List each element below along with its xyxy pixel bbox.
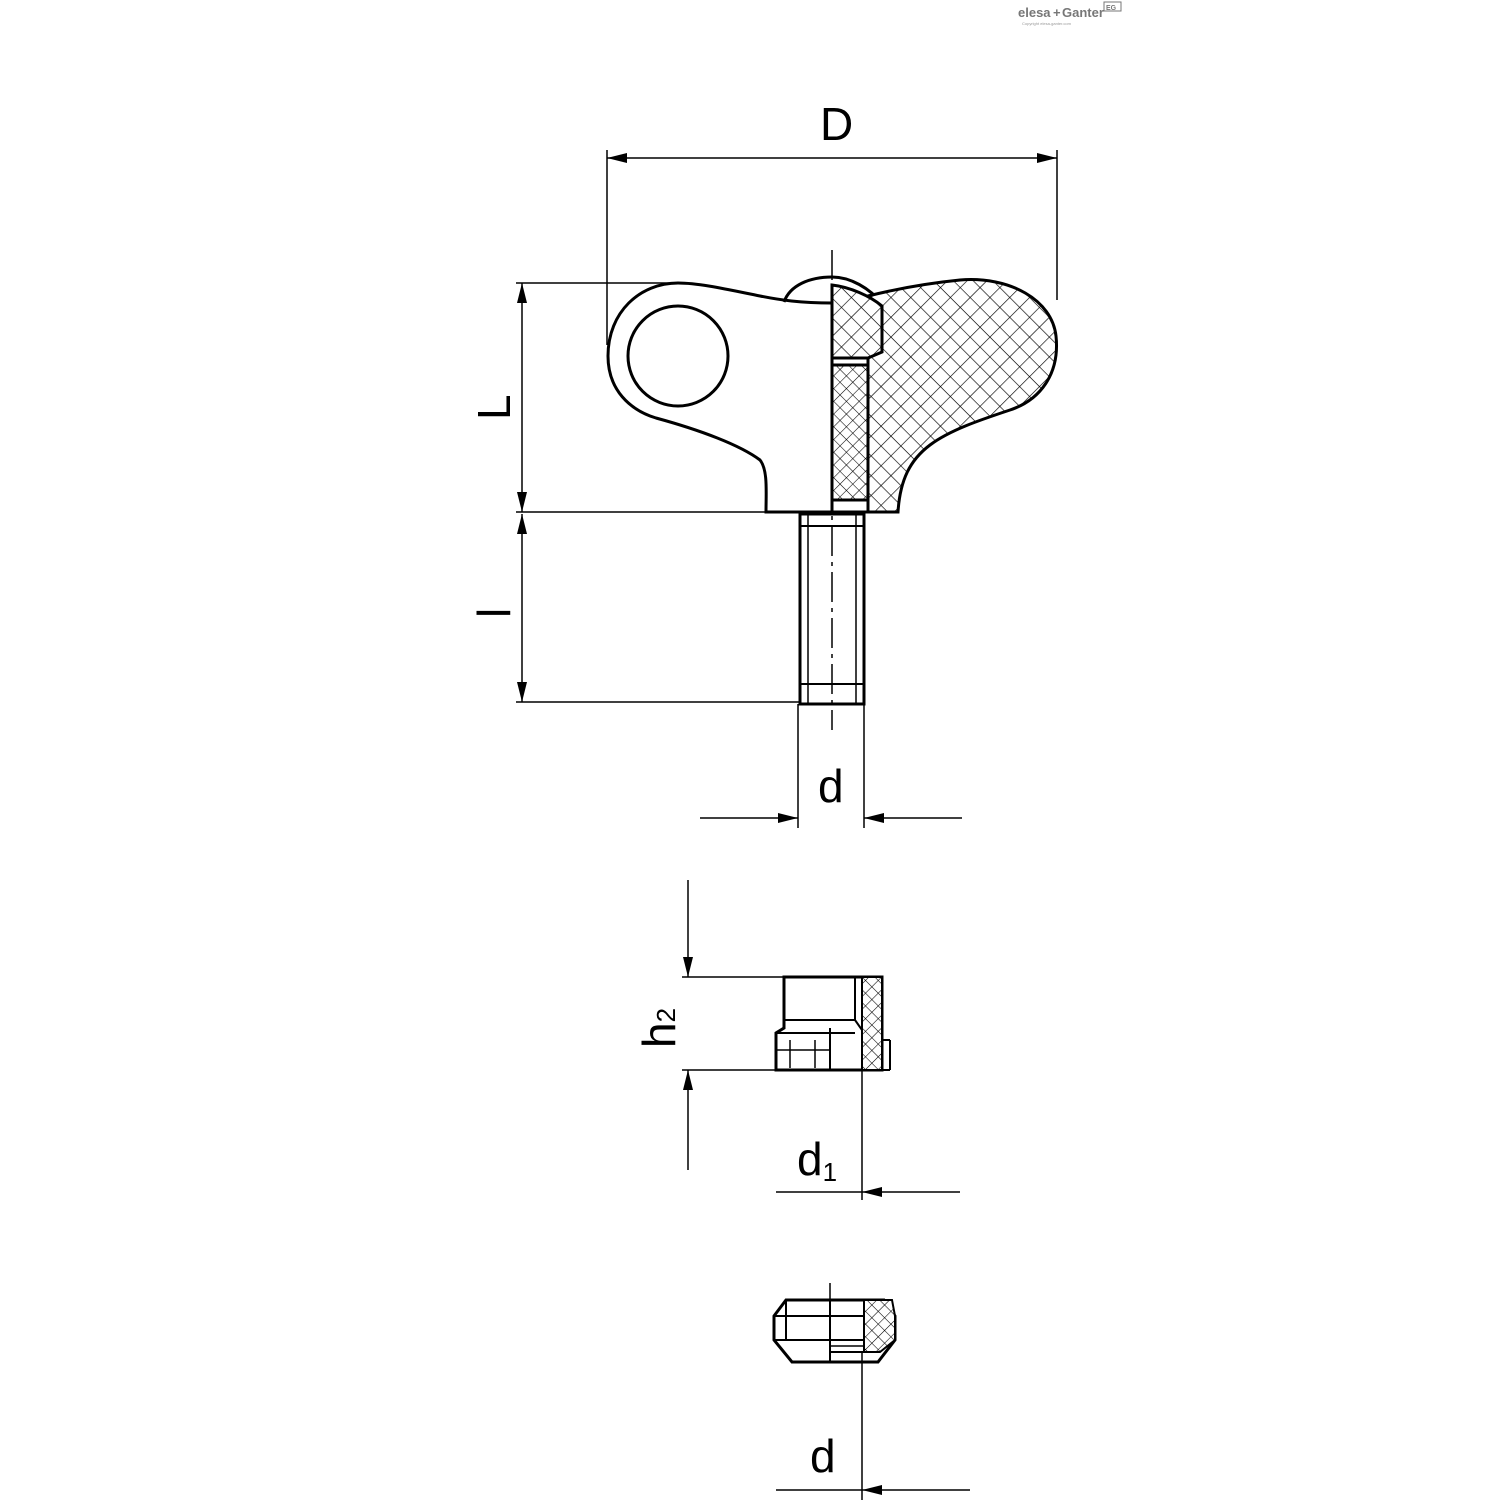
threaded-insert [830, 363, 870, 502]
dim-label-d-bottom: d [810, 1430, 836, 1482]
dimension-h2 [682, 880, 784, 1170]
dim-label-h2: h2 [633, 1008, 685, 1048]
brand-logo: elesa + Ganter EG Copyright elesa-ganter… [1018, 1, 1122, 26]
dimension-D [606, 150, 1058, 345]
eyelet-hole [626, 304, 730, 408]
dimension-d1 [776, 1070, 960, 1200]
dim-label-d1: d1 [797, 1133, 837, 1187]
dimension-d-nut [776, 1352, 970, 1500]
dim-label-D: D [820, 98, 853, 150]
hex-nut-view [772, 1283, 897, 1364]
logo-mark: EG [1106, 5, 1117, 12]
hub-rim [830, 283, 884, 360]
dimension-d-stud [700, 704, 962, 828]
dimension-l [516, 514, 800, 703]
dim-label-L: L [468, 394, 520, 420]
wing-knob-view [606, 250, 1059, 730]
logo-brand-left: elesa [1018, 5, 1051, 20]
logo-brand-right: Ganter [1062, 5, 1104, 20]
bushing-view [774, 975, 891, 1072]
dim-label-l: l [468, 608, 520, 618]
logo-brand-sep: + [1053, 5, 1061, 20]
logo-mark-box [1103, 1, 1122, 12]
dimension-L [516, 282, 766, 513]
right-wing-section [866, 278, 1059, 514]
left-wing-outline [606, 281, 834, 514]
threaded-stud [798, 512, 866, 706]
logo-copyright: Copyright elesa-ganter.com [1022, 21, 1072, 26]
dim-label-d-top: d [818, 760, 844, 812]
